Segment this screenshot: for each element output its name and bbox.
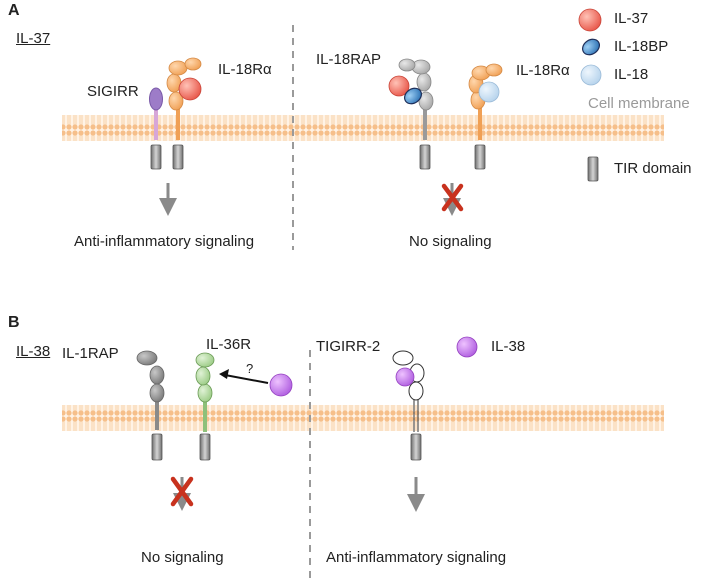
legend-membrane-label: Cell membrane [588,95,690,112]
panel-a-letter: A [8,2,20,19]
outcome-a-right: No signaling [409,233,492,250]
legend-tir-label: TIR domain [614,160,692,177]
panel-b-letter: B [8,314,20,331]
legend-il38-label: IL-38 [491,338,526,355]
il18rap-receptor [398,58,434,170]
label-il18ra-right: IL-18Rα [516,62,570,79]
sigirr-receptor [149,87,163,170]
label-tigirr2: TIGIRR-2 [316,338,381,355]
tir-domain [172,144,184,170]
outcome-b-left: No signaling [141,549,224,566]
legend-il18-swatch [580,64,602,86]
tir-domain [150,144,162,170]
il1rap-receptor [136,350,165,461]
label-il18rap: IL-18RAP [316,51,382,68]
tir-domain [474,144,486,170]
panel-a-heading: IL-37 [16,30,51,47]
blocked-signal-b [170,476,194,511]
tir-domain [151,433,163,461]
binding-arrow [219,369,269,384]
il18bp-ligand [404,87,422,105]
legend-il18-label: IL-18 [614,66,649,83]
outcome-a-left: Anti-inflammatory signaling [74,233,255,250]
panel-b-heading: IL-38 [16,343,51,360]
membrane-a [62,115,664,141]
label-sigirr: SIGIRR [87,83,139,100]
label-question: ? [246,361,254,376]
il18ra-receptor-right [468,63,503,170]
blocked-signal-a [441,183,464,216]
il38-ligand [269,373,293,397]
il38-bound [395,367,415,387]
il18-ligand [478,81,500,103]
label-il36r: IL-36R [206,336,252,353]
il37-ligand [178,77,202,101]
il36r-receptor [195,352,215,461]
outcome-b-right: Anti-inflammatory signaling [326,549,507,566]
il37-ligand [388,75,410,97]
label-il18ra-left: IL-18Rα [218,61,272,78]
legend-il37-swatch [578,8,602,32]
tir-domain [410,433,422,461]
il18ra-receptor-left [166,57,202,170]
legend-tir-swatch [587,156,599,182]
tir-domain [419,144,431,170]
tir-domain [199,433,211,461]
label-il1rap: IL-1RAP [62,345,119,362]
legend-il18bp-swatch [582,38,600,56]
membrane-b [62,405,664,431]
legend-il37-label: IL-37 [614,10,649,27]
legend-il18bp-label: IL-18BP [614,38,669,55]
legend-il38-swatch [456,336,478,358]
